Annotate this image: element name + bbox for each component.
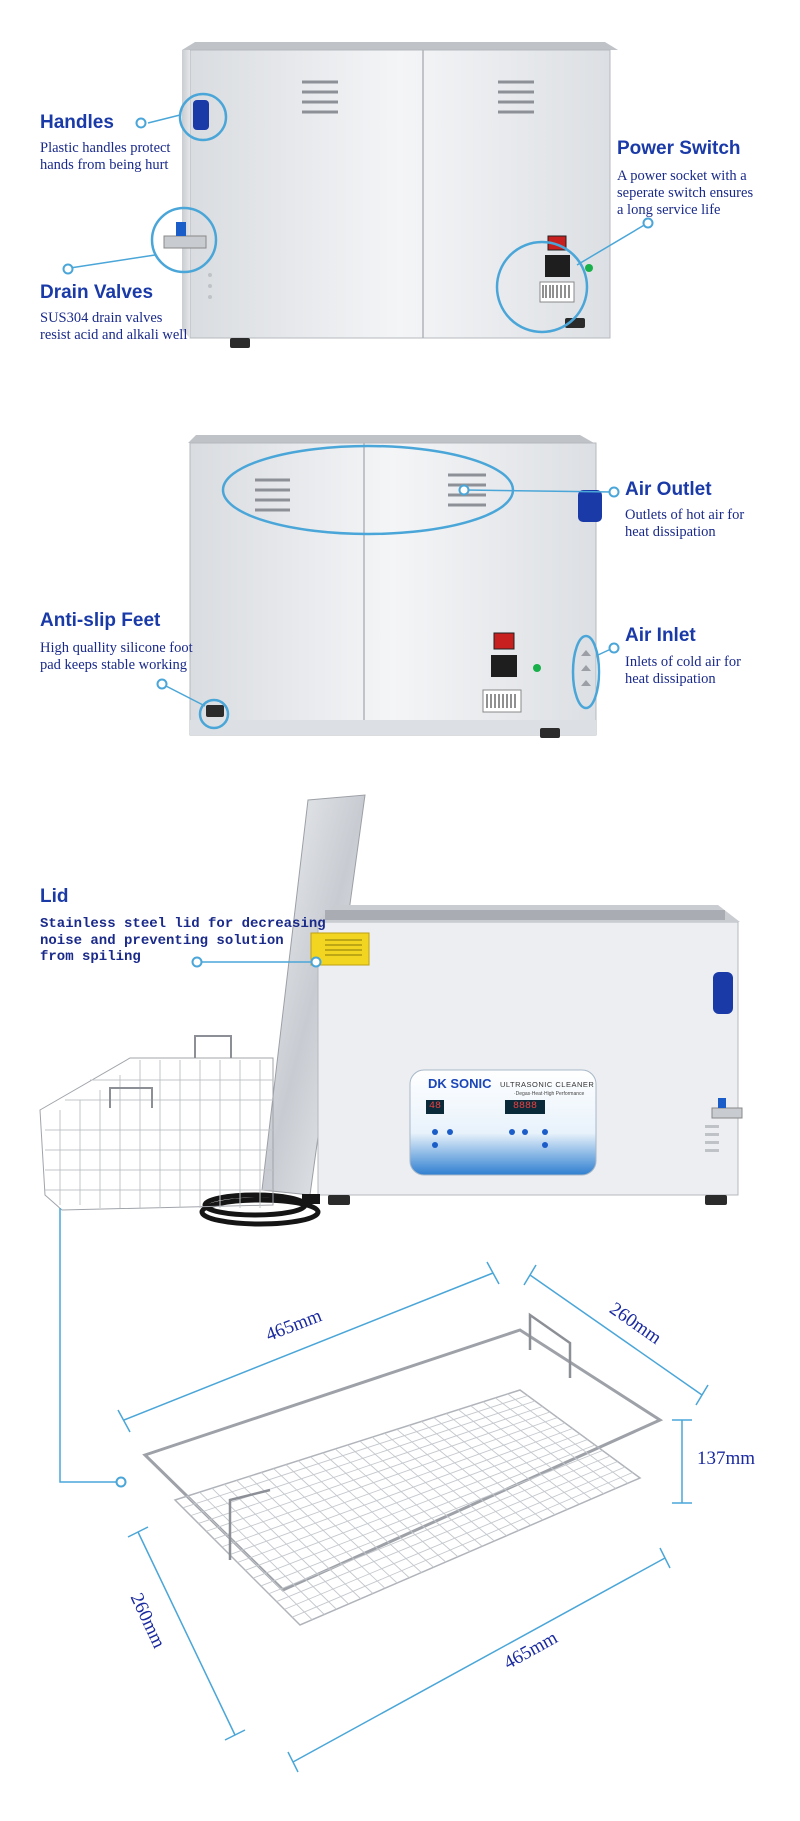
feet-desc: High quallity silicone foot pad keeps st… [40,640,193,674]
dimension-lines [117,1261,709,1773]
mesh-wire [245,1439,588,1571]
drain-dot [62,263,74,275]
inlet-desc: Inlets of cold air for heat dissipation [625,654,741,688]
brand-logo: DK SONIC [428,1076,492,1091]
mesh-wire [182,1395,528,1509]
mesh-wire [213,1417,558,1540]
mesh-wire [237,1433,581,1563]
power-title: Power Switch [617,138,741,159]
cleaner-back-view-1 [163,42,618,348]
mesh-wire [292,1472,633,1618]
large-basket [142,1312,664,1626]
drain-desc-line2: resist acid and alkali well [40,327,188,343]
handles-desc: Plastic handles protect hands from being… [40,140,170,174]
power-desc: A power socket with a seperate switch en… [617,168,753,219]
feet-title: Anti-slip Feet [40,610,161,631]
mesh-wire [252,1444,596,1579]
mesh-wire [260,1450,603,1587]
outlet-title: Air Outlet [625,479,712,500]
power-dot [642,217,654,229]
cleaner-back-view-2 [188,435,602,738]
mesh-wire [276,1461,618,1602]
mesh-wire [284,1466,626,1610]
lid-desc: Stainless steel lid for decreasing noise… [40,916,326,966]
product-tagline: ·Degas·Heat·High Performance [514,1091,585,1097]
inlet-desc-line2: heat dissipation [625,671,716,687]
product-title: ULTRASONIC CLEANER [500,1080,595,1089]
inlet-desc-line1: Inlets of cold air for [625,654,741,670]
power-desc-line1: A power socket with a [617,168,747,184]
small-basket [39,1035,274,1211]
lid-desc-line2: noise and preventing solution [40,932,284,949]
outlet-desc-line1: Outlets of hot air for [625,507,745,523]
callout-graphics-3 [59,961,315,1483]
mesh-wire [268,1455,611,1595]
feet-desc-line1: High quallity silicone foot [40,640,193,656]
display-timer: 8888 [505,1100,545,1114]
mesh-wire [229,1428,573,1556]
handles-desc-line2: hands from being hurt [40,157,169,173]
outlet-desc: Outlets of hot air for heat dissipation [625,507,744,541]
lid-desc-line1: Stainless steel lid for decreasing [40,916,326,932]
drain-desc: SUS304 drain valves resist acid and alka… [40,310,187,344]
feet-desc-line2: pad keeps stable working [40,657,187,673]
callout-graphics-1 [69,92,647,334]
drain-desc-line1: SUS304 drain valves [40,310,163,326]
inlet-title: Air Inlet [625,625,696,646]
drain-title: Drain Valves [40,282,154,303]
handles-desc-line1: Plastic handles protect [40,140,171,156]
callout-graphics-2 [163,444,614,730]
mesh-wire [221,1422,566,1548]
cleaner-front-view [199,794,743,1227]
mesh-wire [206,1411,551,1532]
outlet-desc-line2: heat dissipation [625,524,716,540]
handles-title: Handles [40,112,114,133]
lid-desc-line3: from spiling [40,949,141,965]
handles-dot [135,117,147,129]
mesh-wire [198,1406,543,1524]
lid-title: Lid [40,886,69,907]
power-desc-line2: seperate switch ensures [617,185,754,201]
display-temperature: 48 [426,1100,444,1114]
power-desc-line3: a long service life [617,202,721,218]
dim-height: 137mm [697,1448,756,1469]
